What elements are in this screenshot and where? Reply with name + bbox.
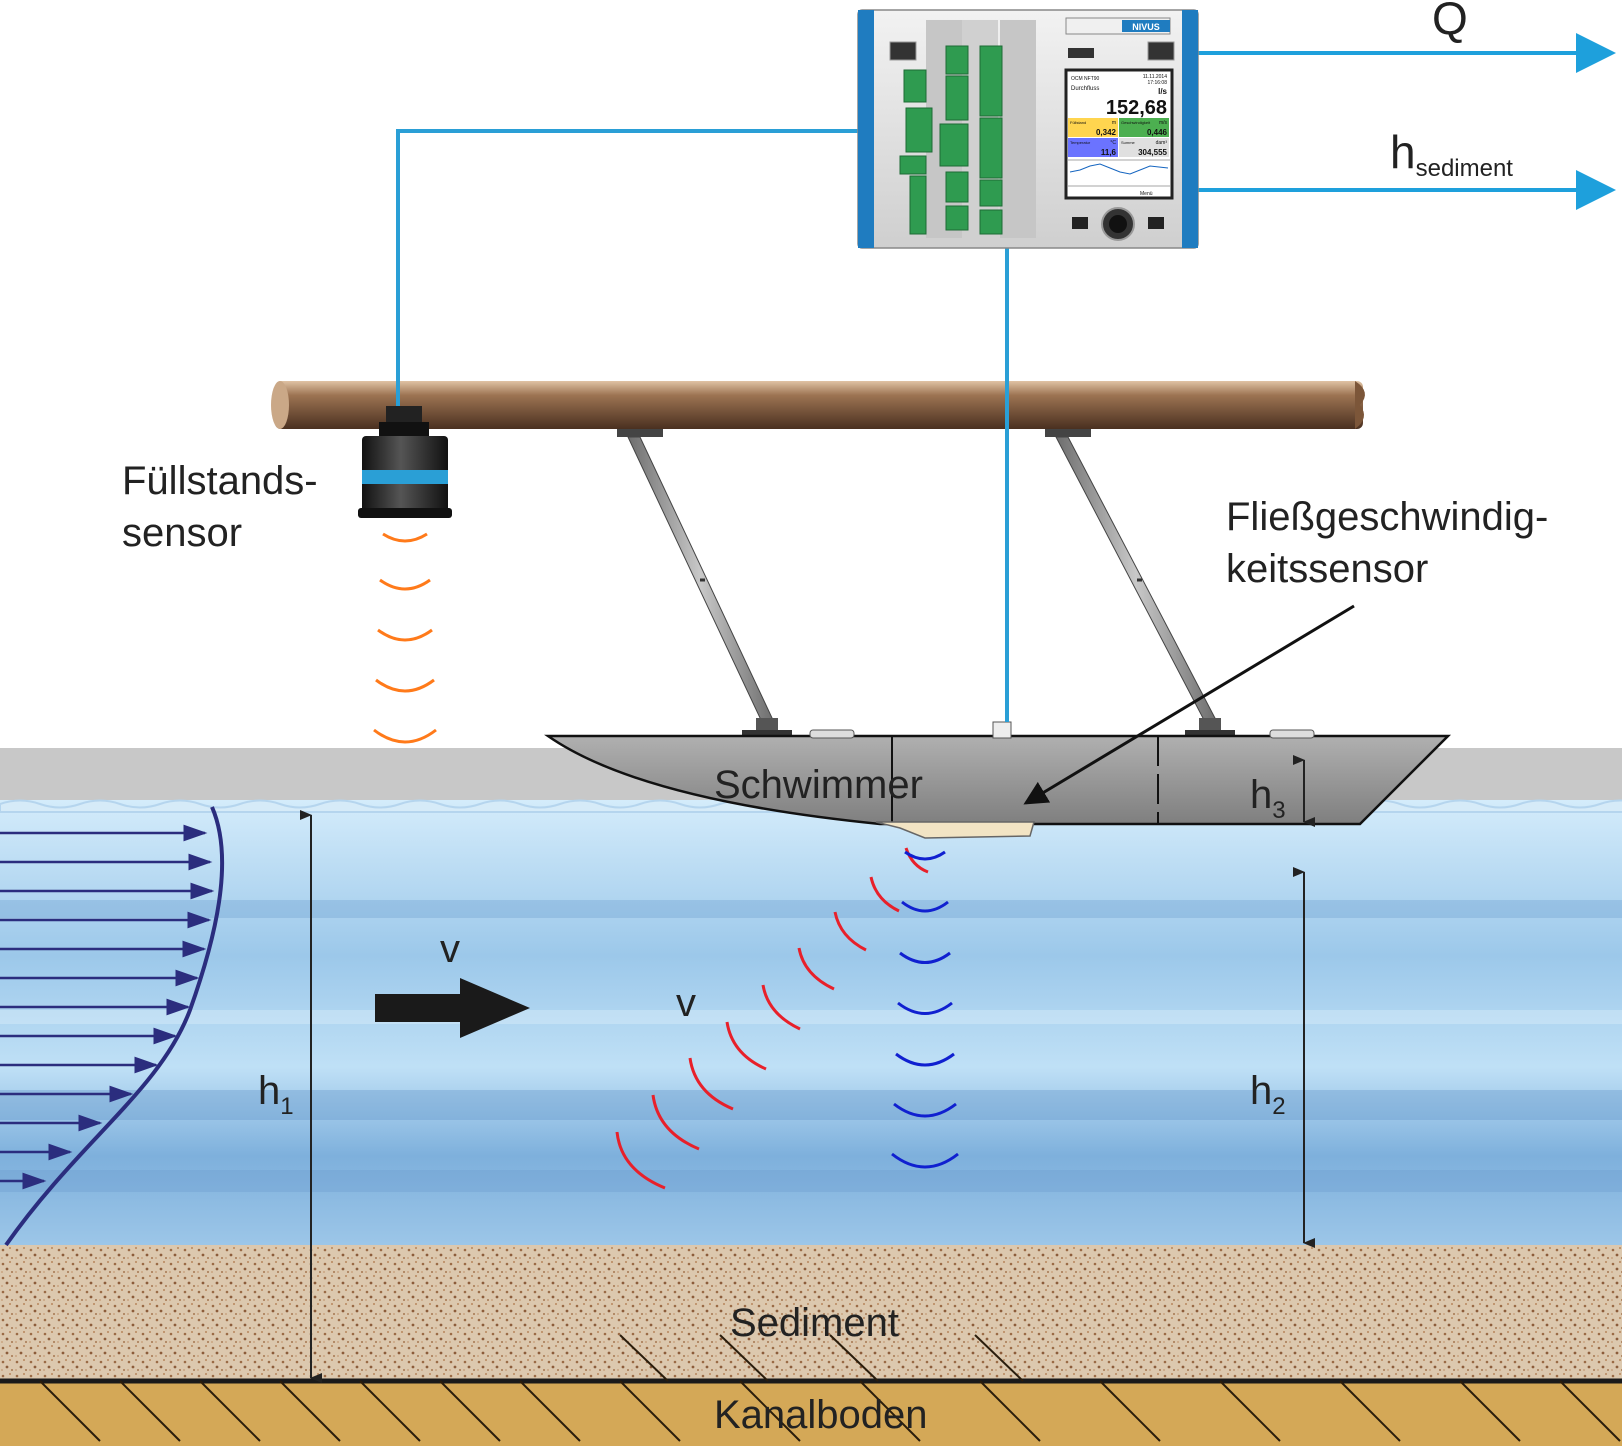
screen-cell4-unit: dam³ [1156,140,1168,146]
doppler-blue-beams [891,850,959,1169]
label-h2-sub: 2 [1272,1093,1285,1120]
screen-cell3-unit: °C [1110,140,1116,146]
cables [396,129,1009,722]
screen-cell3-label: Temperatur [1070,140,1091,145]
label-h1-main: h [258,1069,280,1113]
float-body [544,721,1452,826]
doppler-red-beams [615,847,929,1190]
label-h-sediment-sub: sediment [1416,155,1514,182]
screen-cell2-unit: m/s [1159,120,1168,126]
screen-cell2-label: Geschwindigkeit [1121,120,1151,125]
level-sensor-echoes [373,532,437,744]
device-indicator-right [1147,41,1175,61]
water-streaks [0,900,1622,1192]
velocity-sensor-pointer [1023,604,1355,805]
label-h-sediment: hsediment [1390,126,1513,182]
level-sensor [358,406,452,518]
label-float: Schwimmer [714,763,923,807]
dimension-lines [300,755,1315,1383]
support-pipe [271,381,1365,429]
transmitter-device: NIVUS OCM NFT90 11.11.2014 17:16:08 Durc… [857,9,1199,249]
screen-header-right-2: 17:16:08 [1148,80,1168,86]
support-rods [617,429,1235,737]
label-h1: h1 [258,1069,294,1120]
velocity-profile [0,806,225,1247]
screen-cell1-value: 0,342 [1096,128,1117,137]
screen-trend-line [1069,163,1169,175]
screen-cell2-value: 0,446 [1147,128,1168,137]
label-beam-velocity: v [676,981,696,1025]
screen-cell4-label: Summe [1121,140,1136,145]
screen-cell4-value: 304,555 [1138,148,1167,157]
label-flow-velocity: v [440,927,460,971]
device-indicator-left [889,41,917,61]
flow-direction-arrow [375,978,530,1038]
screen-cell3-value: 11,6 [1101,148,1117,157]
screen-menu: Menü [1140,191,1153,197]
water-body [0,800,1622,1245]
label-velocity-sensor-1: Fließgeschwindig- [1226,495,1548,539]
device-button-left [1072,217,1088,229]
screen-header-left: OCM NFT90 [1071,76,1100,82]
screen-unit: l/s [1158,87,1167,96]
velocity-profile-arrows [0,824,215,1190]
label-canal-floor: Kanalboden [714,1393,928,1437]
floor-hatching [39,1334,1621,1442]
label-h2-main: h [1250,1069,1272,1113]
screen-cell1-unit: m [1112,120,1116,126]
sediment-layer [0,1245,1622,1381]
velocity-sensor [875,821,1035,839]
device-brand: NIVUS [1132,22,1160,32]
label-q: Q [1432,0,1468,44]
label-h3-main: h [1250,773,1272,817]
screen-title: Durchfluss [1071,86,1099,92]
label-level-sensor-2: sensor [122,511,242,555]
label-h2: h2 [1250,1069,1286,1120]
screen-cell1-label: Füllstand [1070,120,1086,125]
label-velocity-sensor-2: keitssensor [1226,547,1428,591]
label-level-sensor-1: Füllstands- [122,459,318,503]
label-h-sediment-main: h [1390,126,1416,178]
terminal-blocks [899,45,1003,235]
velocity-profile-curve [4,806,225,1247]
screen-main-value: 152,68 [1106,97,1167,119]
output-arrows [1198,33,1616,210]
device-button-right [1148,217,1164,229]
screen-header-right-1: 11.11.2014 [1143,74,1168,80]
label-sediment: Sediment [730,1301,899,1345]
label-h1-sub: 1 [280,1093,293,1120]
label-h3-sub: 3 [1272,797,1285,824]
label-h3: h3 [1250,773,1286,824]
